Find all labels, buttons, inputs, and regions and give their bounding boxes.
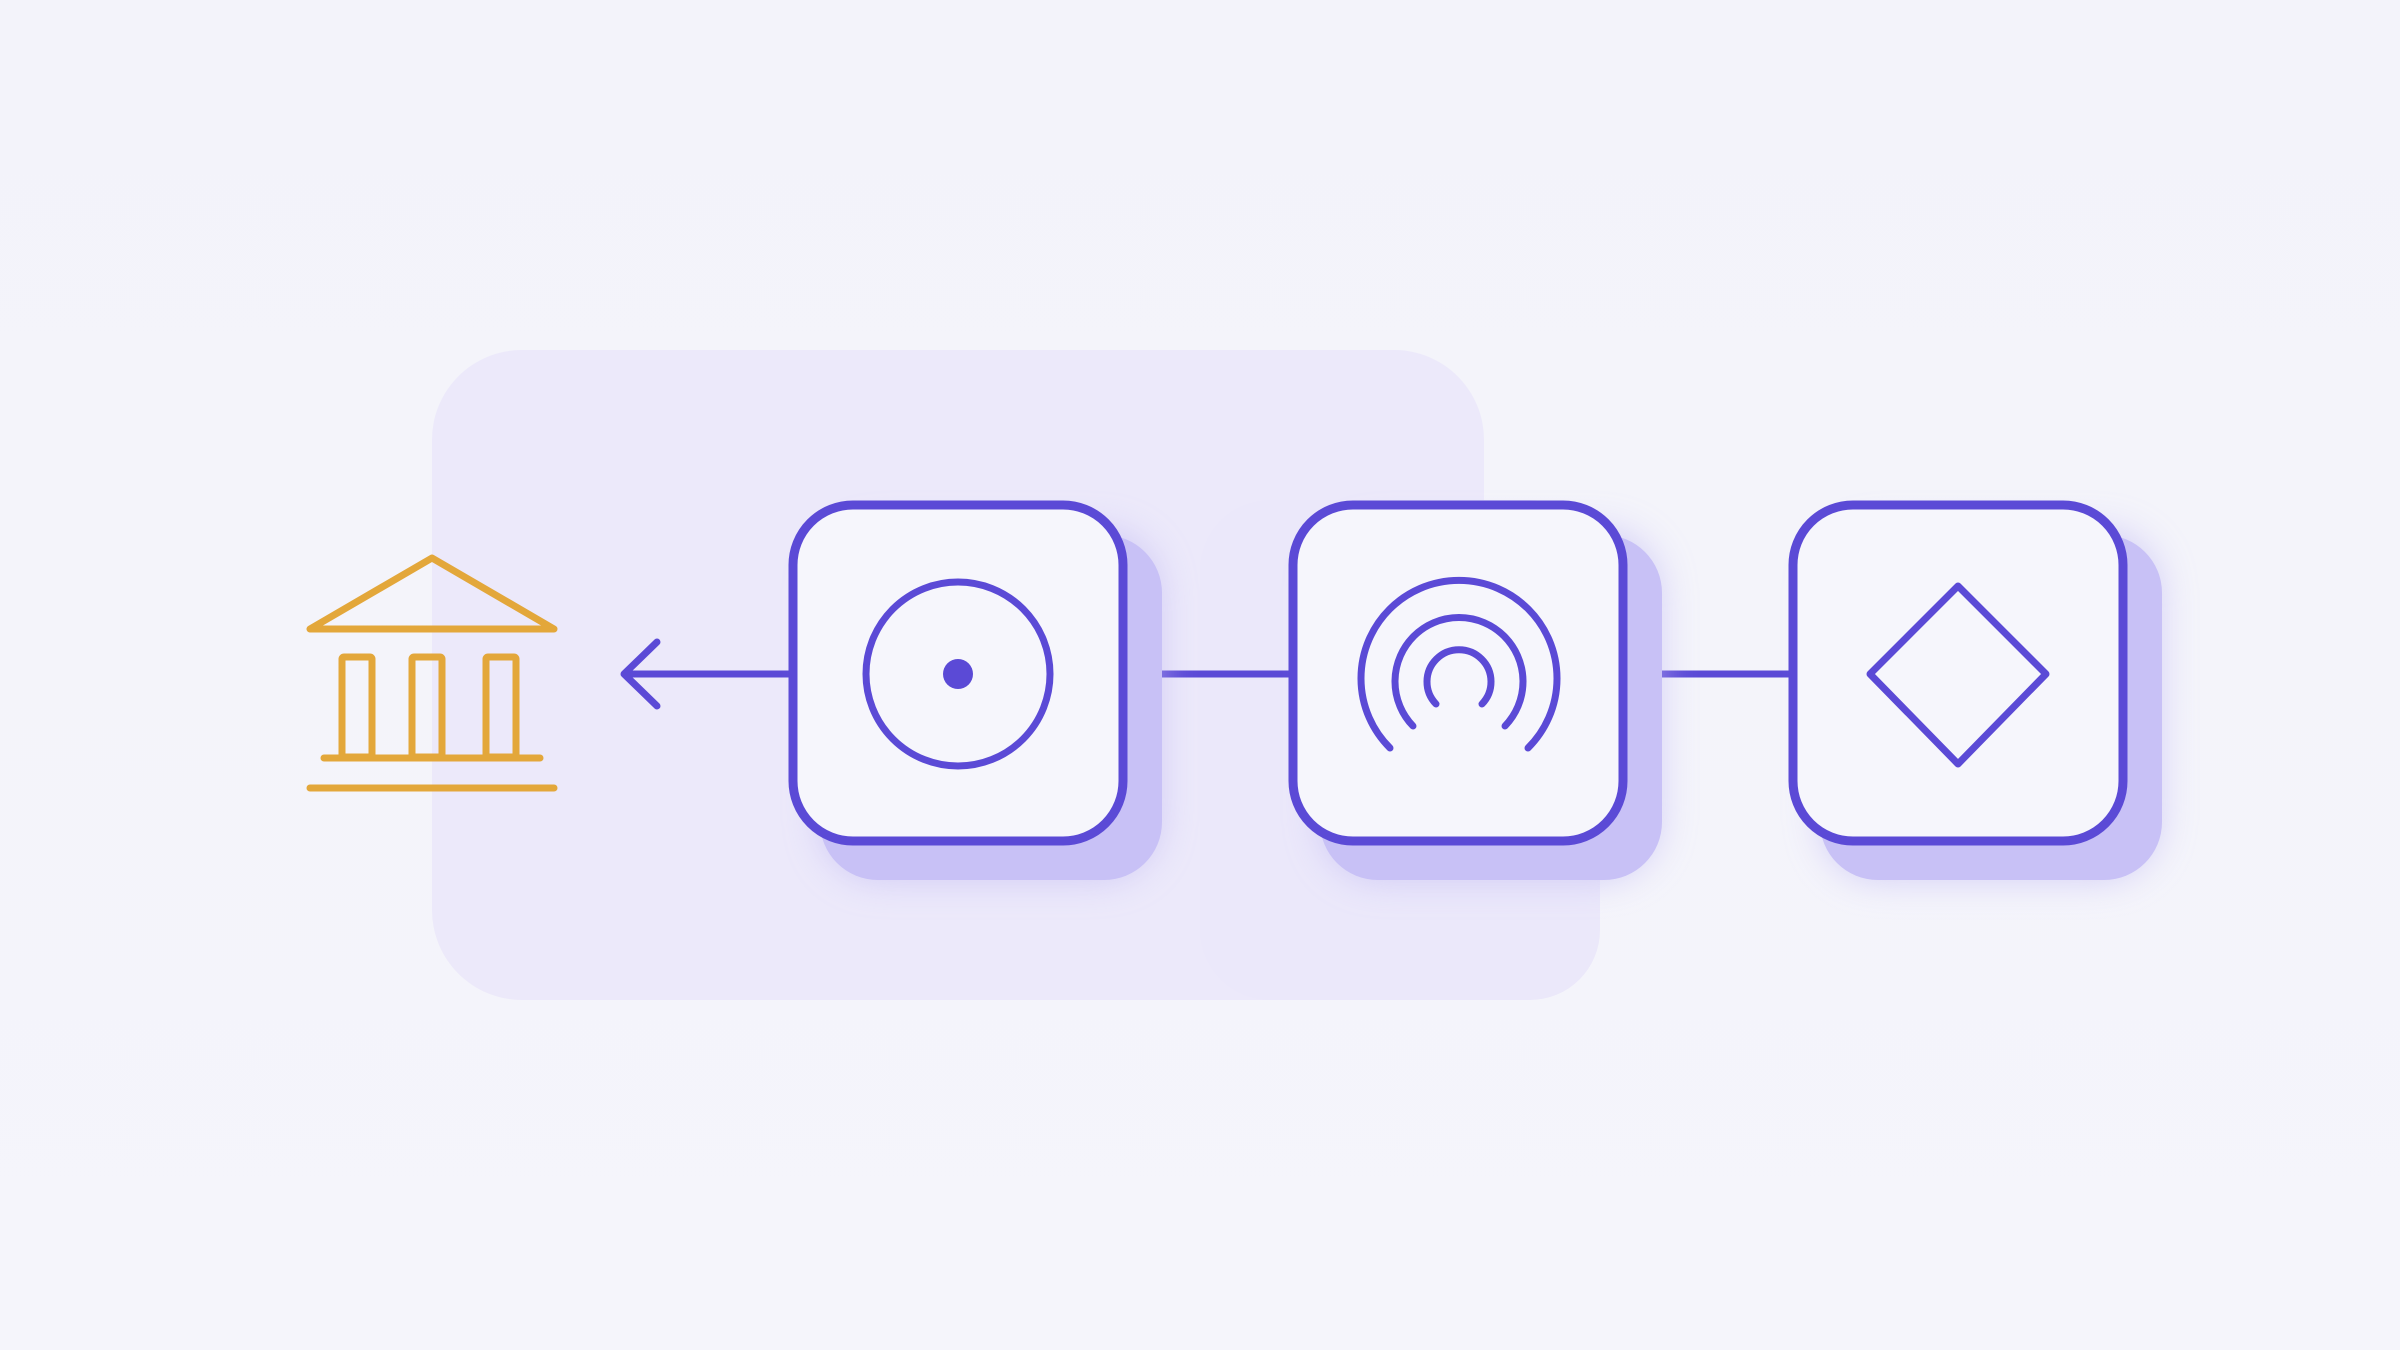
arrow-head-icon [620,638,661,710]
card-body [1288,500,1628,846]
target-dot-icon [862,578,1054,770]
node-card-3[interactable] [1788,500,2162,880]
card-body [1788,500,2128,846]
bank-icon [306,554,558,792]
signal-waves-icon [1357,576,1561,752]
node-card-2[interactable] [1288,500,1662,880]
diamond-icon [1866,582,2050,768]
node-card-1[interactable] [788,500,1162,880]
